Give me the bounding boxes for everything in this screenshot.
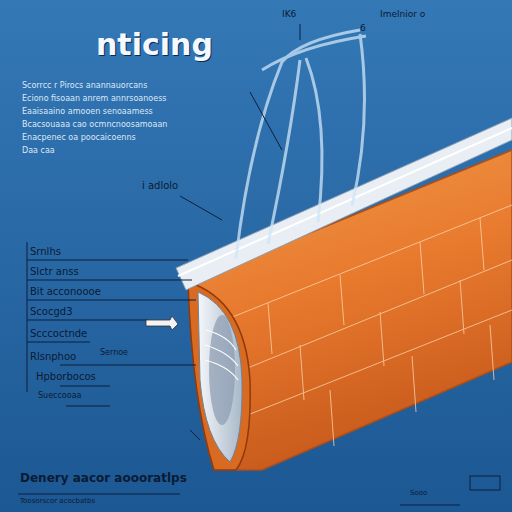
part-label: Bit acconoooe	[30, 286, 101, 297]
title: nticing	[96, 28, 213, 61]
footer-heading: Denery aacor aoooratlps	[20, 472, 187, 485]
inner-cavity	[209, 315, 235, 425]
part-label: Scocgd3	[30, 306, 73, 317]
note-line: Bcacsouaaa cao ocmncnoosamoaan	[22, 121, 167, 130]
label: IK6	[282, 10, 296, 20]
inner-rings	[205, 330, 238, 380]
part-label: Sernoe	[100, 349, 128, 358]
label: 6	[360, 24, 366, 34]
rail-edge	[178, 128, 512, 276]
top-rail	[176, 118, 512, 290]
part-label: Hpborbocos	[36, 371, 96, 382]
part-label: Srnlhs	[30, 246, 61, 257]
corner-box	[470, 476, 500, 490]
note-line: Eaaisaaino amooen senoaamess	[22, 108, 153, 117]
part-label: Scccoctnde	[30, 328, 87, 339]
clip-symbol	[146, 316, 178, 330]
note-line: Enacpenec oa poocaicoenns	[22, 134, 136, 143]
pipe-end-face	[188, 282, 250, 470]
note-line: Eciono fisoaan anrem annrsoanoess	[22, 95, 166, 104]
label: Imelnior o	[380, 10, 425, 20]
part-label: Slctr anss	[30, 266, 79, 277]
straps	[236, 30, 366, 258]
note-line: Scorrcc r Pirocs anannauorcans	[22, 82, 147, 91]
part-label: Sueccooaa	[38, 392, 81, 401]
part-label: Rlsnphoo	[30, 351, 76, 362]
small-note: Sooo	[410, 490, 427, 498]
leader-lines	[18, 24, 460, 505]
part-label: i adlolo	[142, 180, 178, 191]
footer-note: Toosorscor acocbatbs	[20, 498, 95, 506]
note-line: Daa caa	[22, 147, 55, 156]
inner-cylinder	[198, 292, 242, 462]
